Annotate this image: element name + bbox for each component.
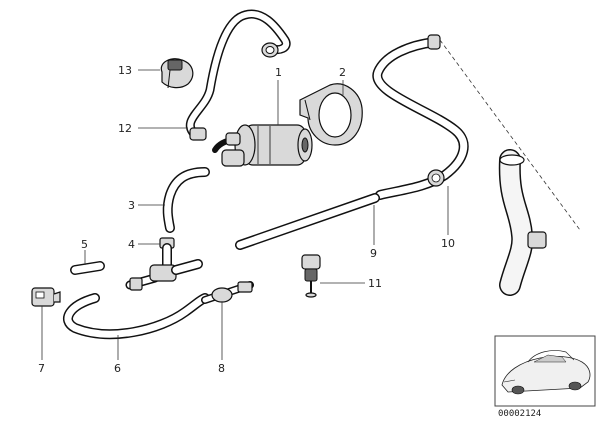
callout-1: 1 <box>275 66 282 79</box>
hose-pump-upper <box>185 9 291 140</box>
hose-10-top-connector <box>427 34 441 50</box>
hose-10-connector <box>427 169 445 187</box>
callout-12: 12 <box>118 122 132 135</box>
hose-piece-5 <box>70 261 105 275</box>
callout-5: 5 <box>81 238 88 251</box>
mounting-sleeve-2 <box>299 83 363 146</box>
hose-elbow-3 <box>162 167 210 233</box>
callout-2: 2 <box>339 66 346 79</box>
car-icon <box>501 350 591 395</box>
hose-long-10 <box>372 37 469 200</box>
fitting-7 <box>31 287 61 307</box>
hose-loop-6 <box>63 293 210 340</box>
callout-7: 7 <box>38 362 45 375</box>
leader-lines <box>41 69 449 360</box>
callout-3: 3 <box>128 199 135 212</box>
dashed-line-10 <box>439 39 581 231</box>
callout-4: 4 <box>128 238 135 251</box>
callout-10: 10 <box>441 237 455 250</box>
callout-13: 13 <box>118 64 132 77</box>
nozzle-11 <box>301 254 321 298</box>
filler-neck <box>498 149 547 296</box>
vehicle-thumbnail <box>494 335 596 407</box>
check-valve-8 <box>201 281 254 304</box>
hose-straight-9 <box>235 193 380 250</box>
callout-9: 9 <box>370 247 377 260</box>
reference-number: 00002124 <box>498 409 541 419</box>
callout-8: 8 <box>218 362 225 375</box>
hose-end-cap <box>261 42 279 58</box>
washer-pump-1 <box>212 124 313 167</box>
tee-connector-4 <box>129 237 203 291</box>
hose-end-12 <box>189 127 207 141</box>
callout-11: 11 <box>368 277 382 290</box>
callout-6: 6 <box>114 362 121 375</box>
hose-clip-13 <box>160 58 194 89</box>
